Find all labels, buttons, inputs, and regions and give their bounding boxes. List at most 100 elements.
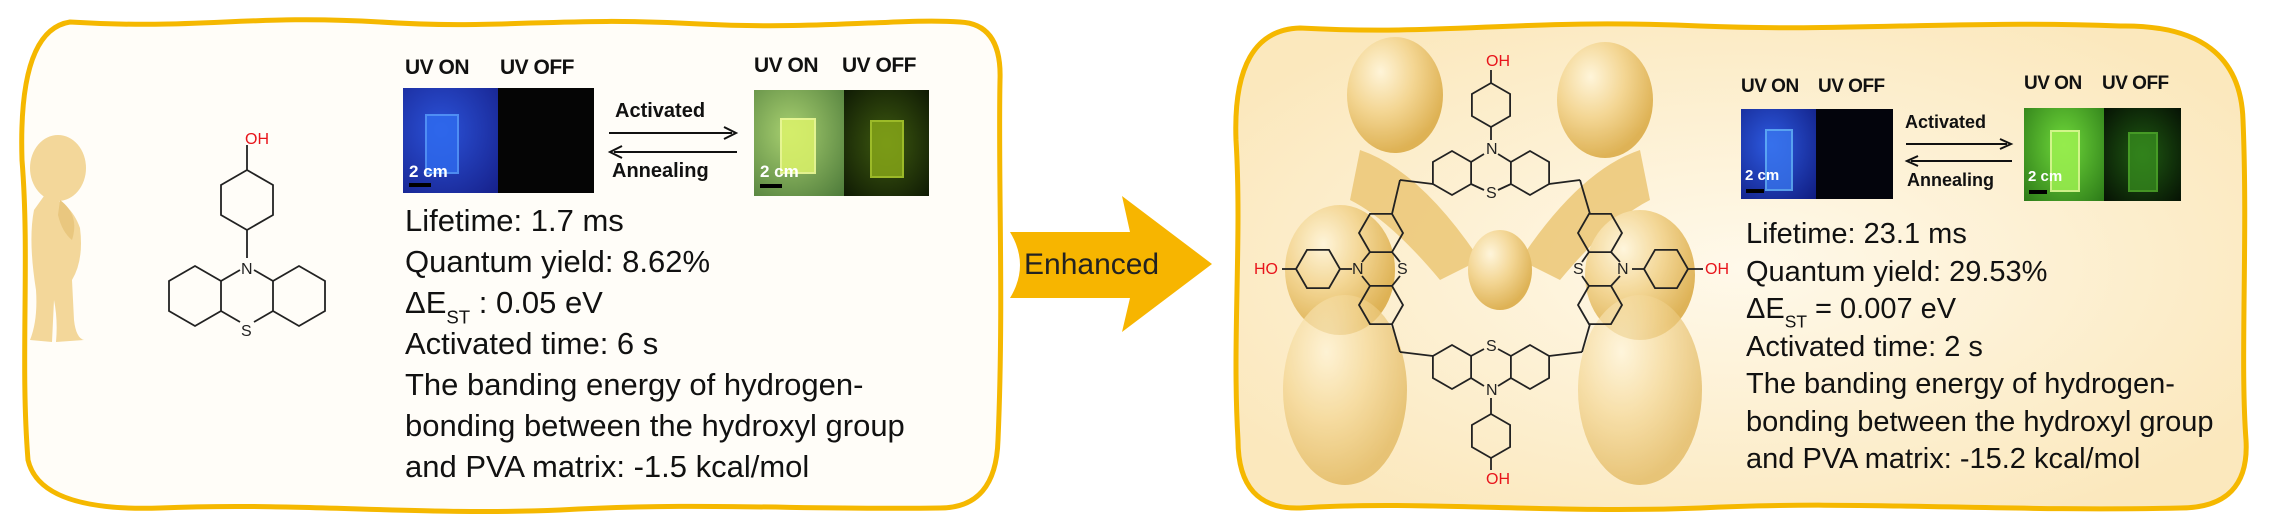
- benzene-ring: [1294, 248, 1342, 290]
- bond: [1399, 179, 1434, 185]
- right-oh-bottom: OH: [1486, 471, 1510, 488]
- bond: [1497, 183, 1512, 191]
- left-oh-label: OH: [245, 131, 269, 148]
- bond: [1610, 275, 1621, 287]
- delta-est-text: ΔEST = 0.007 eV: [1746, 291, 2214, 332]
- bond: [1470, 348, 1485, 357]
- right-s-bottom: S: [1486, 338, 1497, 355]
- left-n-label: N: [241, 261, 253, 278]
- film-sample: [780, 118, 816, 174]
- right-uv-off-label: UV OFF: [1818, 76, 1885, 97]
- scale-label: 2 cm: [1745, 167, 1780, 184]
- left-photo-uv-off-after: [844, 90, 929, 196]
- film-sample: [425, 114, 459, 174]
- right-s-left: S: [1397, 261, 1408, 278]
- bond: [1391, 251, 1401, 263]
- right-n-bottom: N: [1486, 382, 1498, 399]
- right-oh-top: OH: [1486, 53, 1510, 70]
- delta-est-text: ΔEST : 0.05 eV: [405, 282, 905, 327]
- left-photo-uv-on-after: 2 cm: [754, 90, 844, 196]
- benzene-ring: [1357, 284, 1405, 326]
- binding-energy-line1: The banding energy of hydrogen-: [405, 367, 864, 402]
- golden-figures-background: [1283, 37, 1702, 485]
- scale-bar: [760, 184, 782, 188]
- scale-label: 2 cm: [2028, 168, 2063, 185]
- film-sample: [870, 120, 904, 178]
- bond: [1548, 351, 1583, 357]
- bond: [1399, 351, 1434, 357]
- bond: [1470, 377, 1485, 387]
- right-oh-right: OH: [1705, 261, 1729, 278]
- bond: [253, 269, 274, 282]
- scale-bar: [1746, 189, 1764, 193]
- right-activated-label: Activated: [1905, 112, 1987, 132]
- benzene-ring: [1357, 212, 1405, 254]
- lifetime-text: Lifetime: 23.1 ms: [1746, 218, 1967, 250]
- right-n-right: N: [1617, 261, 1629, 278]
- right-panel-border: [1233, 21, 2249, 513]
- bond: [1361, 251, 1371, 263]
- scale-bar: [2029, 190, 2047, 194]
- bond: [220, 310, 241, 323]
- film-sample: [2128, 132, 2158, 192]
- left-uv-off-label: UV OFF: [500, 56, 575, 79]
- activated-time-text: Activated time: 2 s: [1746, 330, 1983, 363]
- left-after-uv-on-label: UV ON: [754, 54, 819, 77]
- left-photo-uv-on-before: 2 cm: [403, 88, 498, 193]
- thinking-person-figure: [30, 135, 86, 342]
- bond: [220, 269, 241, 282]
- benzene-ring: [272, 264, 326, 328]
- scale-bar: [409, 183, 431, 187]
- film-sample: [1765, 129, 1793, 191]
- left-after-uv-off-label: UV OFF: [842, 54, 917, 77]
- right-reversible-arrows: [1904, 138, 2014, 167]
- benzene-ring: [1576, 212, 1624, 254]
- bond: [1581, 275, 1590, 287]
- left-activated-label: Activated: [615, 100, 706, 122]
- bond: [1391, 275, 1401, 287]
- benzene-ring: [220, 168, 274, 232]
- bond: [1581, 323, 1591, 353]
- right-s-right: S: [1573, 261, 1584, 278]
- left-photo-uv-off-before: [498, 88, 594, 193]
- right-n-left: N: [1352, 261, 1364, 278]
- benzene-ring: [1576, 284, 1624, 326]
- activated-time-text: Activated time: 6 s: [405, 326, 659, 361]
- binding-energy-line2: bonding between the hydroxyl group: [405, 408, 905, 443]
- scale-label: 2 cm: [409, 162, 448, 181]
- scale-label: 2 cm: [760, 162, 799, 181]
- right-after-uv-on-label: UV ON: [2024, 73, 2082, 94]
- left-uv-on-label: UV ON: [405, 56, 470, 79]
- left-reversible-arrows: [607, 126, 739, 159]
- binding-energy-line3: and PVA matrix: -1.5 kcal/mol: [405, 449, 810, 484]
- enhanced-label: Enhanced: [1024, 248, 1160, 281]
- benzene-ring: [1432, 149, 1472, 197]
- quantum-yield-text: Quantum yield: 8.62%: [405, 244, 711, 279]
- bond: [1391, 179, 1401, 215]
- delta-value: = 0.007 eV: [1806, 293, 1957, 325]
- right-photo-uv-off-before: [1816, 109, 1893, 199]
- left-s-label: S: [241, 323, 252, 340]
- bond: [1497, 153, 1512, 163]
- benzene-ring: [1432, 343, 1472, 391]
- binding-energy-line3: and PVA matrix: -15.2 kcal/mol: [1746, 443, 2141, 475]
- bond: [1470, 153, 1485, 163]
- right-photo-uv-off-after: [2104, 108, 2181, 201]
- benzene-ring: [1642, 248, 1690, 290]
- right-uv-on-label: UV ON: [1741, 76, 1799, 97]
- lifetime-text: Lifetime: 1.7 ms: [405, 203, 624, 238]
- left-properties: Lifetime: 1.7 ms Quantum yield: 8.62% ΔE…: [405, 200, 905, 487]
- benzene-ring: [168, 264, 222, 328]
- benzene-ring: [1510, 149, 1550, 197]
- right-properties: Lifetime: 23.1 ms Quantum yield: 29.53% …: [1746, 216, 2214, 479]
- delta-sub: ST: [1784, 311, 1807, 332]
- right-ho-left: HO: [1254, 261, 1278, 278]
- benzene-ring: [1471, 412, 1511, 460]
- bond: [1579, 179, 1591, 215]
- delta-sub: ST: [446, 306, 471, 328]
- right-s-top: S: [1486, 185, 1497, 202]
- right-annealing-label: Annealing: [1907, 170, 1995, 190]
- delta-prefix: ΔE: [1746, 293, 1785, 325]
- left-annealing-label: Annealing: [612, 160, 709, 182]
